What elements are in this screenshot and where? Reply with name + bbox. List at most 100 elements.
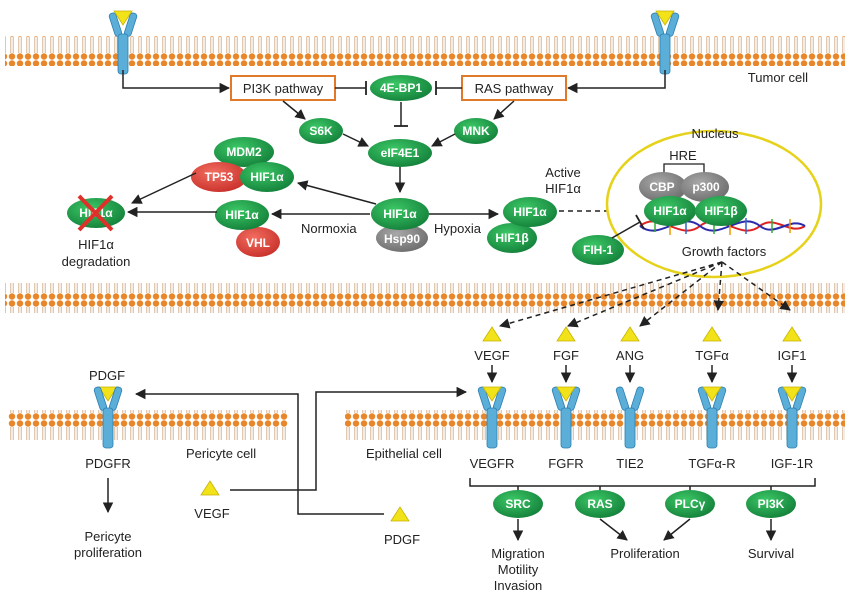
node-cbp-label: CBP xyxy=(649,180,674,194)
node-eif4e1 xyxy=(368,139,432,167)
node-hif1a-center xyxy=(371,198,429,230)
tgfa-ligand-label: TGFα xyxy=(695,348,729,363)
degradation-label-line1: HIF1α xyxy=(78,237,114,252)
ang-ligand-label: ANG xyxy=(616,348,644,363)
pericyte-outcome-line2: proliferation xyxy=(74,545,142,560)
nucleus-label: Nucleus xyxy=(692,126,739,141)
ang-ligand-icon xyxy=(620,326,640,342)
node-pi3k-label: PI3K xyxy=(758,497,785,511)
node-fih1 xyxy=(572,235,624,265)
hif1a-to-mdm2-complex-arrow xyxy=(296,180,377,205)
node-s6k xyxy=(299,118,343,144)
active-label-line2: HIF1α xyxy=(545,181,581,196)
node-p300-label: p300 xyxy=(692,180,720,194)
node-p300 xyxy=(681,172,729,202)
outcome-survival: Survival xyxy=(748,546,794,561)
node-hif1a-active xyxy=(503,197,557,227)
active-label-line1: Active xyxy=(545,165,580,180)
node-plcg-label: PLCγ xyxy=(675,497,706,511)
outcome-invasion: Invasion xyxy=(494,578,542,593)
ras-to-mnk-arrow xyxy=(493,100,515,120)
effector-outcome-arrows xyxy=(512,518,777,542)
node-tp53 xyxy=(191,162,247,192)
node-cbp xyxy=(639,172,687,202)
epithelial-cell-membrane xyxy=(345,410,845,440)
node-s6k-label: S6K xyxy=(309,124,333,138)
igf1r-label: IGF-1R xyxy=(771,456,814,471)
growth-factors-label: Growth factors xyxy=(682,244,767,259)
igf1-ligand-label: IGF1 xyxy=(778,348,807,363)
node-mnk-label: MNK xyxy=(462,124,490,138)
node-4ebp1 xyxy=(370,75,432,101)
mdm2-to-degradation-arrow xyxy=(131,172,197,204)
node-ras-label: RAS xyxy=(587,497,612,511)
vegf-to-vegfr-arrow xyxy=(230,386,468,491)
node-pi3k xyxy=(746,490,796,518)
fgf-ligand-icon xyxy=(556,326,576,342)
s6k-to-eif4e1-arrow xyxy=(342,133,369,147)
ras-pathway-label: RAS pathway xyxy=(475,81,554,96)
node-hif1b-active xyxy=(487,223,537,253)
node-hsp90 xyxy=(376,224,428,252)
pi3k-pathway-label: PI3K pathway xyxy=(243,81,324,96)
vegf-free-label: VEGF xyxy=(194,506,229,521)
ligand-binding-arrows xyxy=(486,365,798,384)
pericyte-outcome-line1: Pericyte xyxy=(85,529,132,544)
outcome-proliferation: Proliferation xyxy=(610,546,679,561)
node-fih1-label: FIH-1 xyxy=(583,243,613,257)
node-hif1a-nucleus xyxy=(644,196,696,226)
degradation-label-line2: degradation xyxy=(62,254,131,269)
vegf-ligand-label: VEGF xyxy=(474,348,509,363)
node-hif1a-center-label: HIF1α xyxy=(383,207,417,221)
node-hif1b-active-label: HIF1β xyxy=(495,231,528,245)
node-mnk xyxy=(454,118,498,144)
node-plcg xyxy=(665,490,715,518)
tgfar-label: TGFα-R xyxy=(688,456,735,471)
pdgf-free-ligand-icon xyxy=(390,506,410,522)
igf1-ligand-icon xyxy=(782,326,802,342)
node-hif1a-active-label: HIF1α xyxy=(513,205,547,219)
node-hsp90-label: Hsp90 xyxy=(384,232,420,246)
degradation-cross-icon xyxy=(77,194,114,232)
node-mdm2-label: MDM2 xyxy=(226,145,262,159)
node-hif1a-nucleus-label: HIF1α xyxy=(653,204,687,218)
hre-bracket xyxy=(663,163,705,174)
pdgf-to-pdgfr-arrow xyxy=(134,388,384,515)
node-vhl xyxy=(236,227,280,257)
ras-pathway-box xyxy=(461,75,567,101)
pdgfr-label: PDGFR xyxy=(85,456,131,471)
node-hif1a-vhl xyxy=(215,200,269,230)
pi3k-pathway-box xyxy=(230,75,336,101)
pi3k-to-s6k-arrow xyxy=(282,100,306,120)
normoxia-label: Normoxia xyxy=(301,221,357,236)
node-4ebp1-label: 4E-BP1 xyxy=(380,81,422,95)
receptor-to-ras-arrow xyxy=(566,70,666,94)
hypoxia-label: Hypoxia xyxy=(434,221,482,236)
pericyte-cell-label: Pericyte cell xyxy=(186,446,256,461)
node-hif1a-vhl-label: HIF1α xyxy=(225,208,259,222)
pericyte-cell-membrane xyxy=(8,410,288,440)
tgfa-ligand-icon xyxy=(702,326,722,342)
epithelial-cell-label: Epithelial cell xyxy=(366,446,442,461)
node-mdm2 xyxy=(214,137,274,167)
receptor-to-pi3k-arrow xyxy=(122,70,231,94)
node-src-label: SRC xyxy=(505,497,531,511)
node-hif1a-mdm2 xyxy=(240,162,294,192)
node-tp53-label: TP53 xyxy=(205,170,234,184)
growth-factor-arrows xyxy=(498,261,791,329)
bracket-to-effectors xyxy=(517,486,772,492)
node-vhl-label: VHL xyxy=(246,236,270,250)
tumor-cell-membrane-top xyxy=(5,36,845,66)
fih1-inhibits-hif1a xyxy=(611,221,641,239)
hre-label: HRE xyxy=(669,148,697,163)
node-hif1a-mdm2-label: HIF1α xyxy=(250,170,284,184)
mnk-to-eif4e1-arrow xyxy=(431,133,456,147)
outcome-motility: Motility xyxy=(498,562,539,577)
receptor-bracket xyxy=(469,478,816,487)
tumor-cell-membrane-bottom xyxy=(5,283,845,313)
pdgf-top-label: PDGF xyxy=(89,368,125,383)
outcome-migration: Migration xyxy=(491,546,544,561)
pdgf-free-label: PDGF xyxy=(384,532,420,547)
node-eif4e1-label: eIF4E1 xyxy=(381,146,420,160)
